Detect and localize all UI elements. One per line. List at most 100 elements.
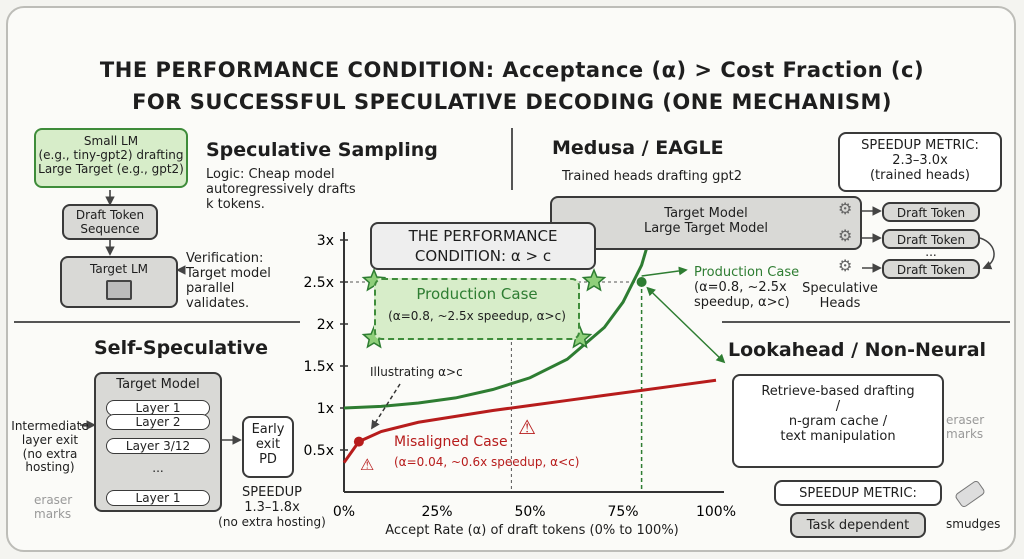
target-lm-label: Target LM	[90, 262, 148, 276]
medusa-heading: Medusa / EAGLE	[552, 137, 724, 159]
early-line-2: exit	[255, 437, 281, 452]
medusa-metric-title: SPEEDUP METRIC:	[861, 138, 979, 153]
speculative-heads-label: Speculative Heads	[800, 281, 880, 312]
spec-heading: Speculative Sampling	[206, 139, 438, 161]
self-spec-target-label: Target Model	[116, 377, 200, 392]
self-spec-heading: Self-Speculative	[94, 337, 269, 359]
lookahead-line-2: /	[835, 399, 841, 414]
target-lm-box: Target LM	[60, 256, 178, 308]
gear-icon: ⚙	[838, 226, 853, 245]
medusa-sub: Trained heads drafting gpt2	[562, 169, 743, 184]
early-line-3: PD	[259, 452, 277, 467]
draft-seq-box: Draft Token Sequence	[62, 204, 158, 240]
condition-box: THE PERFORMANCE CONDITION: α > c	[370, 222, 596, 270]
layer-2: Layer 2	[106, 414, 210, 430]
draft-token-ellipsis: ...	[925, 245, 937, 259]
misaligned-title: Misaligned Case	[394, 434, 508, 450]
exit-note-4: hosting)	[25, 460, 75, 475]
exit-note-1: Intermediate	[11, 419, 89, 433]
self-speedup-note: (no extra hosting)	[218, 514, 326, 529]
lookahead-line-1: Retrieve-based drafting	[761, 384, 915, 399]
self-speedup-title: SPEEDUP	[242, 485, 302, 500]
warning-icon: ⚠	[518, 415, 536, 439]
spec-logic-line-2: autoregressively drafts	[206, 181, 356, 197]
verification-line-3: parallel	[186, 280, 235, 296]
condition-line-2: CONDITION: α > c	[414, 247, 552, 265]
heads-line-1: Speculative	[802, 281, 878, 296]
eraser-left-2: marks	[34, 506, 72, 521]
y-tick-label: 2.5x	[303, 275, 334, 291]
verification-line-1: Verification:	[186, 251, 264, 266]
layer-ellipsis: ...	[152, 461, 164, 475]
draft-seq-line-2: Sequence	[80, 222, 140, 236]
y-tick-label: 3x	[317, 233, 334, 249]
production-link-arrow	[641, 266, 688, 277]
x-tick-label: 75%	[607, 504, 638, 520]
misaligned-detail: (α=0.04, ~0.6x speedup, α<c)	[394, 455, 580, 469]
illustrating-arrow	[371, 383, 401, 430]
lookahead-line-4: text manipulation	[780, 429, 896, 444]
eraser-right-2: marks	[946, 426, 984, 441]
lookahead-heading: Lookahead / Non-Neural	[728, 339, 987, 361]
production-link-arrow	[646, 286, 726, 364]
small-lm-desc-1: (e.g., tiny-gpt2) drafting	[38, 148, 184, 162]
eraser-marks-right: eraser marks	[946, 413, 985, 442]
y-tick-label: 2x	[317, 317, 334, 333]
early-line-1: Early	[251, 422, 285, 437]
chip-icon	[106, 280, 132, 300]
spec-logic-line-3: k tokens.	[206, 196, 265, 212]
medusa-metric-note: (trained heads)	[869, 168, 970, 183]
draft-token-1: Draft Token	[882, 202, 980, 222]
medusa-prod-line-2: (α=0.8, ~2.5x	[694, 279, 787, 295]
small-lm-desc-2: Large Target (e.g., gpt2)	[38, 162, 184, 176]
small-lm-box: Small LM (e.g., tiny-gpt2) drafting Larg…	[34, 128, 188, 188]
y-tick-label: 1.5x	[303, 359, 334, 375]
spec-logic: Logic: Cheap model autoregressively draf…	[206, 167, 356, 213]
x-axis-label: Accept Rate (α) of draft tokens (0% to 1…	[385, 523, 679, 538]
series-line-production	[343, 239, 651, 410]
verification-line-2: Target model	[186, 265, 271, 281]
draft-seq-line-1: Draft Token	[75, 208, 145, 222]
production-detail: (α=0.8, ~2.5x speedup, α>c)	[388, 309, 566, 323]
x-tick-label: 25%	[421, 504, 452, 520]
verification-note: Verification: Target model parallel vali…	[186, 251, 271, 312]
self-spec-target-box: Target Model Layer 1 Layer 2 Layer 3/12 …	[94, 372, 222, 512]
condition-line-1: THE PERFORMANCE	[408, 227, 558, 245]
series-line-misaligned	[342, 378, 717, 464]
spec-logic-line-1: Logic: Cheap model	[206, 167, 335, 182]
medusa-target-box: Target Model Large Target Model	[550, 196, 862, 250]
small-lm-title: Small LM	[83, 134, 139, 148]
medusa-metric-box: SPEEDUP METRIC: 2.3–3.0x (trained heads)	[838, 132, 1002, 192]
smudges-label: smudges	[946, 517, 1001, 531]
draft-token-2: Draft Token	[882, 229, 980, 249]
x-tick-label: 0%	[333, 504, 355, 520]
layer-3-12: Layer 3/12	[106, 438, 210, 454]
illustrating-label: Illustrating α>c	[370, 365, 463, 379]
exit-note: Intermediate layer exit (no extra hostin…	[8, 419, 92, 475]
exit-note-2: layer exit	[21, 432, 79, 447]
warning-icon: ⚠	[360, 455, 375, 474]
early-exit-box: Early exit PD	[242, 416, 294, 478]
lookahead-metric-box: SPEEDUP METRIC:	[774, 480, 942, 506]
heads-line-2: Heads	[819, 295, 861, 311]
title-line-1: THE PERFORMANCE CONDITION: Acceptance (α…	[99, 58, 925, 82]
lookahead-line-3: n-gram cache /	[788, 414, 888, 429]
production-point	[636, 277, 647, 287]
x-tick-label: 50%	[514, 504, 545, 520]
x-tick-label: 100%	[696, 504, 736, 520]
gear-icon: ⚙	[838, 199, 853, 218]
exit-note-3: (no extra	[22, 446, 78, 461]
verification-line-4: validates.	[186, 295, 250, 311]
gear-icon: ⚙	[838, 256, 853, 275]
eraser-marks-left: eraser marks	[34, 493, 73, 522]
eraser-right-1: eraser	[946, 413, 985, 427]
medusa-metric-value: 2.3–3.0x	[892, 153, 948, 168]
eraser-left-1: eraser	[34, 493, 73, 507]
y-tick-label: 0.5x	[303, 443, 334, 459]
title-line-2: FOR SUCCESSFUL SPECULATIVE DECODING (ONE…	[132, 90, 892, 114]
medusa-prod-line-1: Production Case	[694, 265, 800, 280]
production-title: Production Case	[416, 285, 538, 303]
lookahead-metric-value: Task dependent	[790, 512, 926, 538]
